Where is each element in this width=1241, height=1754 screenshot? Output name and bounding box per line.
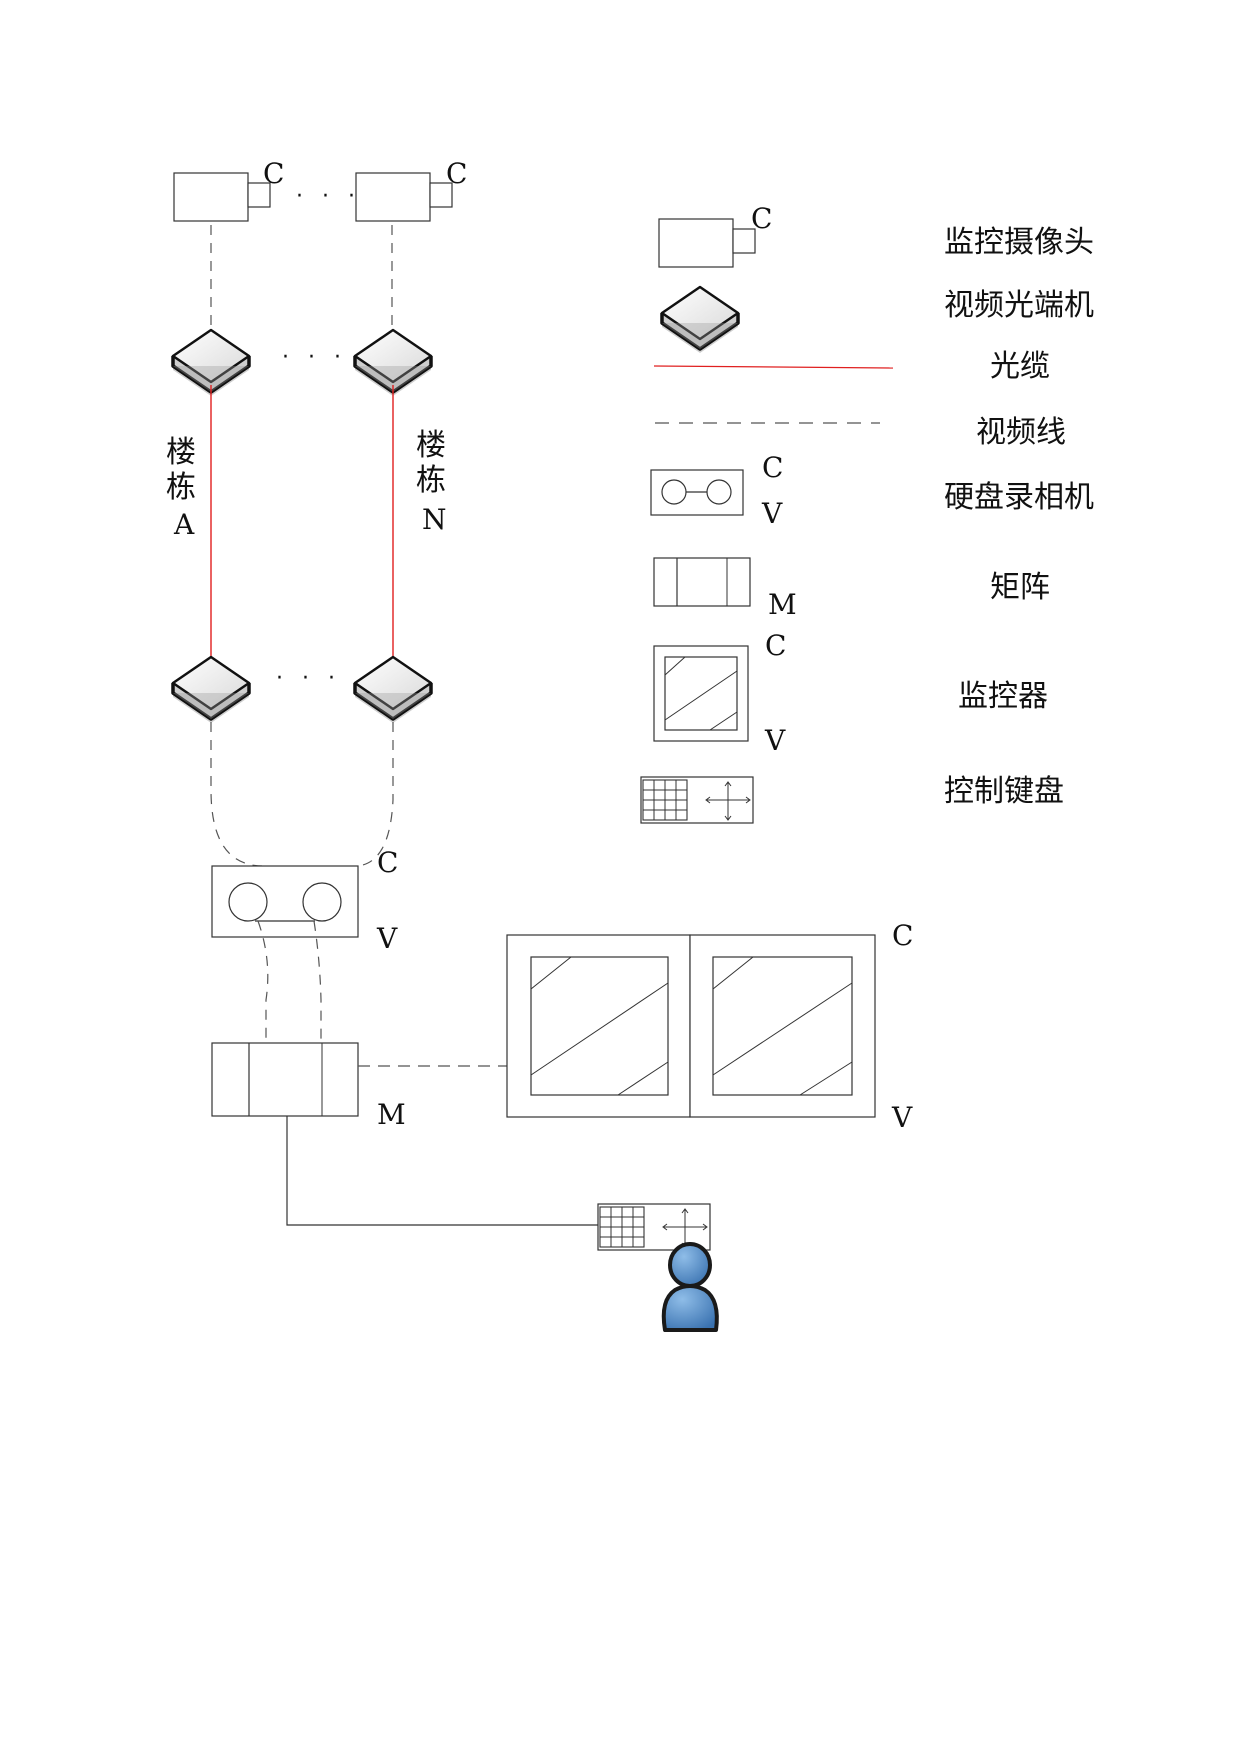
ellipsis: · · · xyxy=(296,184,361,209)
legend-control-keyboard-icon xyxy=(640,776,754,824)
monitor-icon xyxy=(689,934,876,1118)
optical-transceiver-icon xyxy=(171,655,251,725)
building-a-letter: A xyxy=(173,508,195,541)
legend-transceiver-text: 视频光端机 xyxy=(944,288,1094,323)
legend-dvr-v-label: V xyxy=(761,497,783,530)
building-n-letter: N xyxy=(422,503,447,536)
video-cable-line xyxy=(257,920,269,1043)
monitor-v-label: V xyxy=(891,1101,913,1134)
ellipsis: · · · xyxy=(276,666,341,691)
legend-keyboard-text: 控制键盘 xyxy=(944,774,1064,809)
building-a-char-2: 栋 xyxy=(166,470,196,505)
video-cable-line xyxy=(313,920,322,1043)
camera-c-label: C xyxy=(446,157,467,190)
legend-optical-transceiver-icon xyxy=(660,285,740,355)
legend-dvr-text: 硬盘录相机 xyxy=(944,480,1094,515)
legend-matrix-text: 矩阵 xyxy=(990,570,1050,605)
legend-monitor-c-label: C xyxy=(765,629,786,662)
matrix-icon xyxy=(211,1042,359,1117)
dvr-c-label: C xyxy=(377,846,398,879)
legend-matrix-m-label: M xyxy=(768,588,797,621)
building-n-char-2: 栋 xyxy=(416,463,446,498)
legend-fiber-text: 光缆 xyxy=(990,349,1050,384)
building-a-char-1: 楼 xyxy=(166,435,196,470)
legend-monitor-icon xyxy=(653,645,749,742)
camera-c-label: C xyxy=(263,157,284,190)
legend-monitor-v-label: V xyxy=(764,724,786,757)
control-cable-line xyxy=(286,1116,598,1226)
matrix-m-label: M xyxy=(377,1098,406,1131)
monitor-icon xyxy=(506,934,691,1118)
legend-camera-text: 监控摄像头 xyxy=(944,225,1094,260)
legend-video-cable-text: 视频线 xyxy=(976,415,1066,450)
legend-fiber-optic-cable-line xyxy=(653,365,894,369)
camera-icon xyxy=(173,172,271,222)
optical-transceiver-icon xyxy=(353,655,433,725)
legend-camera-c-label: C xyxy=(751,202,772,235)
legend-monitor-text: 监控器 xyxy=(958,679,1048,714)
camera-icon xyxy=(355,172,453,222)
legend-matrix-icon xyxy=(653,557,751,607)
operator-person-icon xyxy=(661,1242,719,1332)
dvr-icon xyxy=(211,865,359,938)
building-n-char-1: 楼 xyxy=(416,428,446,463)
monitor-c-label: C xyxy=(892,919,913,952)
video-cable-line xyxy=(210,722,263,867)
legend-dvr-icon xyxy=(650,469,744,516)
ellipsis: · · · xyxy=(282,345,347,370)
video-cable-line xyxy=(357,722,394,867)
legend-dvr-c-label: C xyxy=(762,451,783,484)
legend-camera-icon xyxy=(658,218,756,268)
dvr-v-label: V xyxy=(376,922,398,955)
